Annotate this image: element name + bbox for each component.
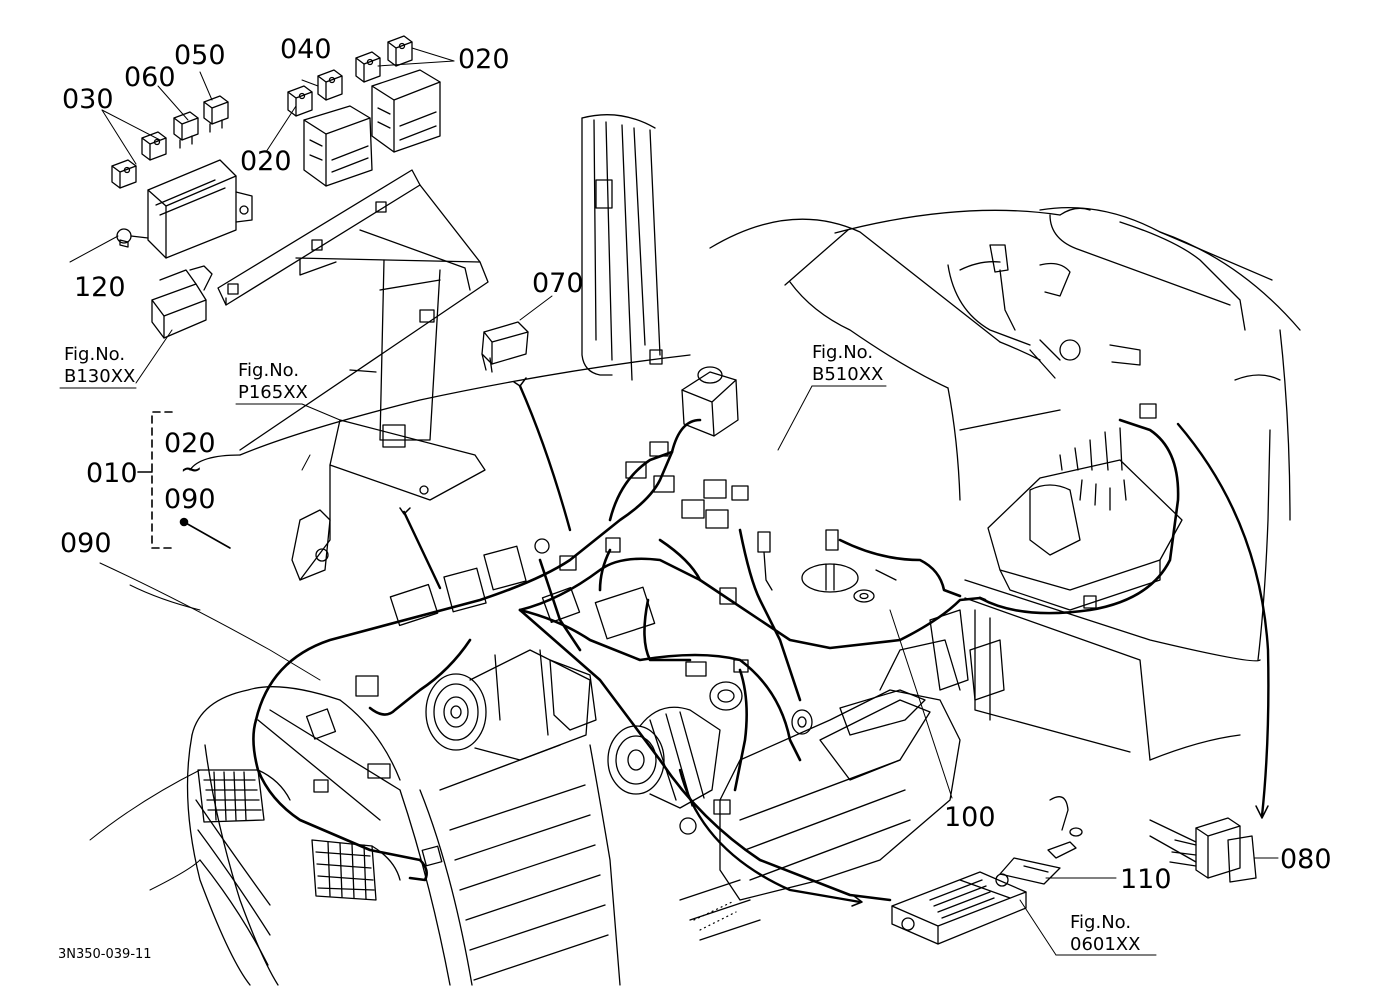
figref-0601-code: 0601XX — [1070, 934, 1141, 955]
document-code: 3N350-039-11 — [58, 947, 152, 962]
fuse-020-b — [387, 35, 413, 67]
arrows — [399, 377, 1270, 907]
callout-050: 050 — [174, 40, 226, 71]
heater-box — [891, 796, 1083, 945]
wiring-harness — [252, 418, 1180, 902]
range-start: 020 — [164, 428, 216, 459]
callout-110: 110 — [1120, 864, 1172, 895]
hood — [189, 206, 1301, 501]
relay-base — [151, 265, 213, 339]
figref-b130-prefix: Fig.No. — [64, 344, 126, 365]
cab-pillar — [581, 114, 663, 381]
callout-030: 030 — [62, 84, 114, 115]
figref-p165-prefix: Fig.No. — [238, 360, 300, 381]
range-tilde: ~ — [180, 454, 203, 485]
fuse-020-left — [287, 85, 313, 117]
callout-020-top: 020 — [458, 44, 510, 75]
callout-060: 060 — [124, 62, 176, 93]
fuse-panel-right — [987, 403, 1183, 611]
figref-b130-code: B130XX — [64, 366, 136, 387]
figref-b130: Fig.No. B130XX — [64, 344, 135, 388]
cab-accessories — [989, 244, 1141, 379]
callout-090: 090 — [60, 528, 112, 559]
fuse-030b — [141, 131, 167, 161]
callout-120: 120 — [74, 272, 126, 303]
construction-lines — [89, 454, 311, 891]
fuse-040 — [317, 69, 343, 101]
bolt — [116, 228, 149, 248]
relay-box-middle — [303, 105, 373, 187]
relay — [1149, 817, 1257, 883]
alternator — [607, 681, 743, 835]
sensor-plate — [801, 529, 897, 603]
callout-070: 070 — [532, 268, 584, 299]
fuse-050 — [203, 95, 229, 133]
connector — [481, 321, 529, 373]
harness-connectors — [305, 366, 1097, 867]
callout-100: 100 — [944, 802, 996, 833]
relay-box-right — [371, 69, 441, 153]
headlight-right — [311, 839, 401, 901]
front-grille — [186, 686, 621, 986]
callout-040: 040 — [280, 34, 332, 65]
fuses — [111, 35, 413, 189]
stipple — [693, 901, 737, 931]
figref-b510: Fig.No. B510XX — [812, 342, 883, 386]
callout-080: 080 — [1280, 844, 1332, 875]
relay-box-left — [147, 159, 253, 259]
leader-lines — [59, 47, 1279, 956]
headlight-left — [197, 769, 291, 823]
figref-b510-prefix: Fig.No. — [812, 342, 874, 363]
range-bracket — [137, 411, 231, 549]
figref-0601-prefix: Fig.No. — [1070, 912, 1132, 933]
callout-010: 010 — [86, 458, 138, 489]
figref-b510-code: B510XX — [812, 364, 884, 385]
figref-p165: Fig.No. P165XX — [238, 360, 308, 404]
figref-p165-code: P165XX — [238, 382, 308, 403]
fuse-030a — [111, 159, 137, 189]
fuse-060 — [173, 111, 199, 149]
fender-panel — [964, 329, 1291, 761]
figref-0601: Fig.No. 0601XX — [1070, 912, 1140, 956]
fuse-020-a — [355, 51, 381, 83]
ac-compressor — [425, 649, 597, 761]
callout-020-left: 020 — [240, 146, 292, 177]
range-end: 090 — [164, 484, 216, 515]
fuse-relay-bracket — [217, 169, 489, 581]
engine-block — [679, 609, 1005, 941]
